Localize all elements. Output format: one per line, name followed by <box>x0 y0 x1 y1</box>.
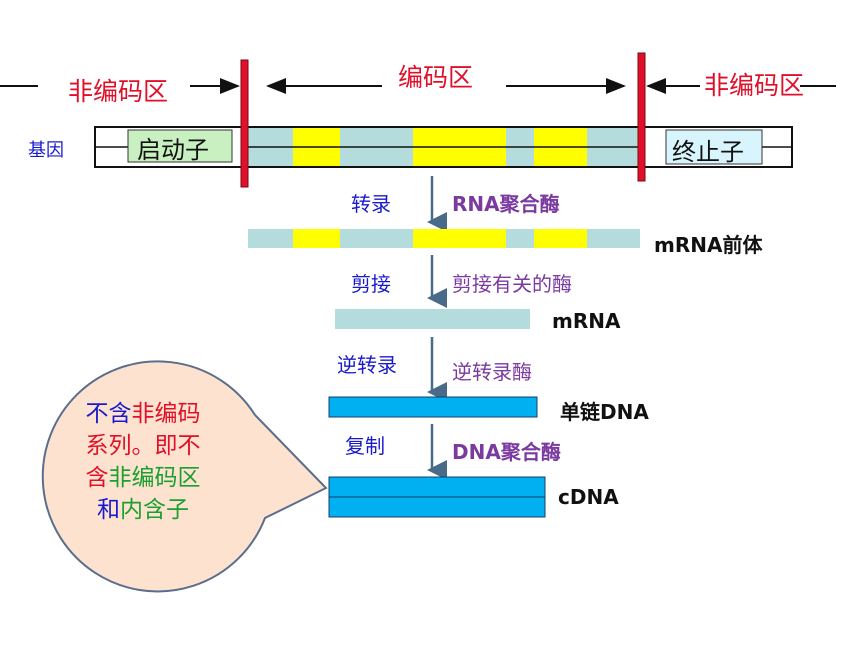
callout-line-1: 不含非编码 <box>58 398 228 430</box>
mrna-bar <box>335 309 530 329</box>
promoter-box <box>127 129 233 163</box>
right-noncoding-label: 非编码区 <box>704 71 805 100</box>
precursor-exon-2 <box>413 229 506 248</box>
splicing-action: 剪接 <box>351 272 391 296</box>
callout-line-4: 和内含子 <box>58 494 228 526</box>
boundary-bar-left <box>240 59 249 188</box>
promoter-label: 启动子 <box>137 136 209 164</box>
precursor-exon-1 <box>293 229 340 248</box>
coding-region-label: 编码区 <box>398 63 474 92</box>
reverse-transcription-action: 逆转录 <box>337 353 397 377</box>
replication-action: 复制 <box>345 434 385 458</box>
transcription-enzyme: RNA聚合酶 <box>452 192 560 216</box>
callout-line2: 系列。即不 <box>85 433 201 459</box>
callout-line-2: 系列。即不 <box>58 430 228 462</box>
callout-text: 不含非编码 系列。即不 含非编码区 和内含子 <box>58 398 228 526</box>
left-noncoding-label: 非编码区 <box>68 77 169 106</box>
cdna-strand-bottom <box>328 496 546 518</box>
callout-line4-a: 和 <box>97 497 120 523</box>
cdna-strand-top <box>328 476 546 498</box>
callout-line1-b: 非编码 <box>131 401 201 427</box>
precursor-exon-3 <box>534 229 587 248</box>
callout-line-3: 含非编码区 <box>58 462 228 494</box>
callout-line4-b: 内含子 <box>120 497 189 523</box>
mrna-precursor-label: mRNA前体 <box>654 233 763 257</box>
mrna-label: mRNA <box>552 309 621 333</box>
callout-line3-b: 非编码区 <box>108 465 201 491</box>
callout-line1-a: 不含 <box>85 401 132 427</box>
cdna-label: cDNA <box>558 485 619 509</box>
reverse-transcription-enzyme: 逆转录酶 <box>452 360 532 384</box>
ssdna-label: 单链DNA <box>560 400 649 424</box>
terminator-box <box>665 129 763 165</box>
boundary-bar-right <box>637 52 646 182</box>
transcription-action: 转录 <box>351 192 391 216</box>
ssdna-bar <box>328 396 538 418</box>
callout-line3-a: 含 <box>85 465 109 491</box>
splicing-enzyme: 剪接有关的酶 <box>452 272 572 296</box>
callout-bubble <box>41 360 328 593</box>
terminator-label: 终止子 <box>672 138 744 166</box>
gene-label: 基因 <box>28 140 64 161</box>
replication-enzyme: DNA聚合酶 <box>452 440 561 464</box>
